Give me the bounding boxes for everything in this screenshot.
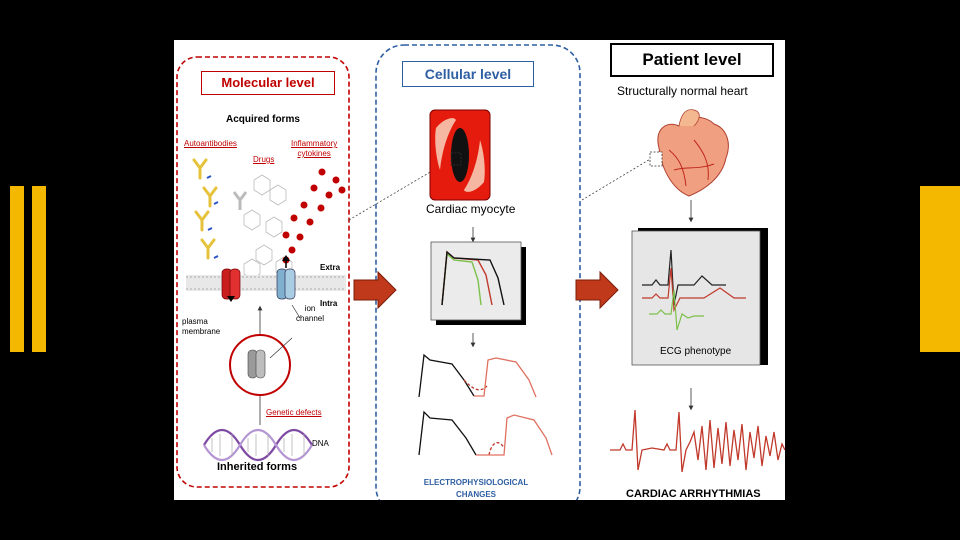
ap-trace-delayed-after-depolarization <box>418 410 553 456</box>
cardiac-myocyte-label: Cardiac myocyte <box>426 202 516 216</box>
arrhythmia-trace <box>610 409 785 473</box>
autoantibody-icons <box>192 158 218 260</box>
cardiac-arrhythmias-label: CARDIAC ARRHYTHMIAS <box>626 488 761 500</box>
acquired-forms-label: Acquired forms <box>226 114 300 125</box>
ecg-phenotype-box <box>631 228 768 366</box>
dna-label: DNA <box>312 439 329 448</box>
blue-ion-channel <box>276 255 296 300</box>
left-accent-bar-2 <box>32 186 46 352</box>
molecular-level-title: Molecular level <box>201 71 335 95</box>
right-accent-bar <box>920 186 960 352</box>
action-potential-box <box>430 241 526 325</box>
dna-helix <box>203 428 313 462</box>
extra-label: Extra <box>320 263 341 272</box>
cytokine-dots <box>282 168 346 264</box>
arrow-cellular-to-patient <box>575 270 619 310</box>
genetic-defects-label: Genetic defects <box>266 408 322 417</box>
ecg-phenotype-label: ECG phenotype <box>660 346 732 357</box>
drug-structures <box>243 174 293 280</box>
red-ion-channel <box>221 268 241 302</box>
intra-label: Intra <box>320 299 338 308</box>
inherited-forms-label: Inherited forms <box>217 461 298 473</box>
cellular-level-title: Cellular level <box>402 61 534 87</box>
left-accent-bar-1 <box>10 186 24 352</box>
arrow-molecular-to-cellular <box>353 270 397 310</box>
figure-panel: Molecular level Cellular level Patient l… <box>174 40 785 500</box>
drugs-label: Drugs <box>253 155 275 164</box>
patient-level-title: Patient level <box>610 43 774 77</box>
molecular-frame <box>176 56 350 488</box>
diagram-graphics <box>176 44 785 500</box>
autoantibodies-label: Autoantibodies <box>184 139 237 148</box>
heart-graphic <box>649 109 729 197</box>
ap-trace-early-after-depolarization <box>418 353 537 398</box>
plasma-membrane <box>186 275 346 291</box>
cardiac-myocyte-graphic <box>429 109 491 201</box>
structurally-normal-heart-label: Structurally normal heart <box>617 84 748 98</box>
